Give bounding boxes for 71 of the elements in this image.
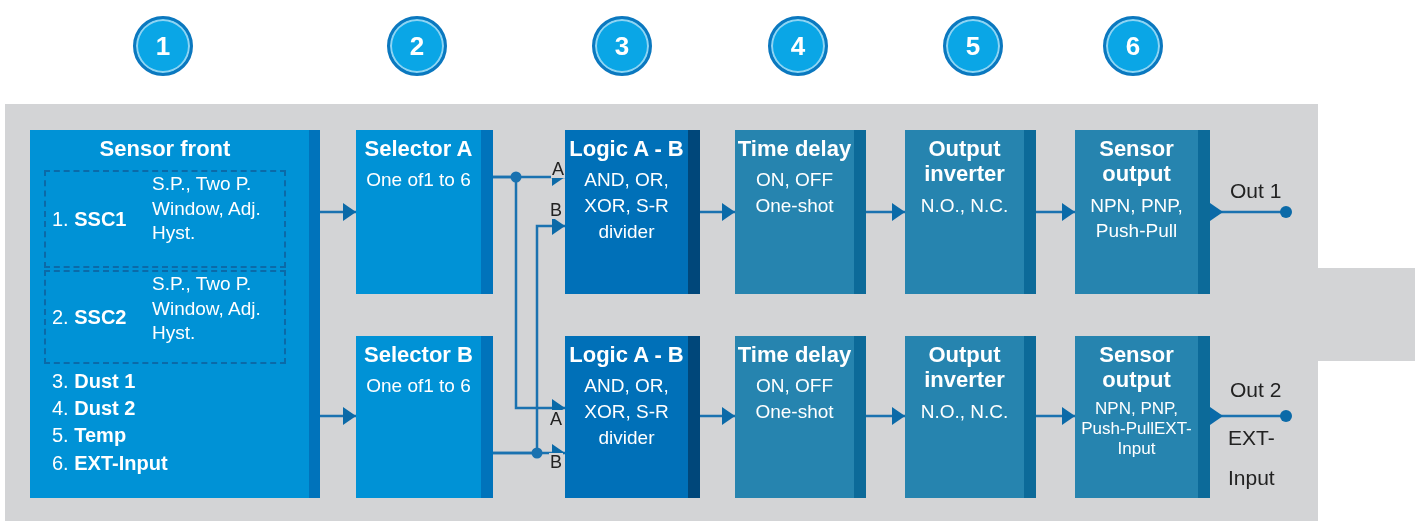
function-block [1075,336,1210,498]
step-number-circle [943,16,1003,76]
block-options: NPN, PNP, Push-Pull [1077,192,1196,244]
block-options: ON, OFF One-shot [737,373,852,425]
function-block [905,130,1036,294]
block-options: N.O., N.C. [907,398,1022,425]
step-number: 3 [614,30,630,62]
block-title: Selector B [363,342,474,368]
mode-list: S.P., Two P. Window, Adj. Hyst. [152,272,284,347]
input-item: 3. Dust 1 [52,370,136,393]
sensor-front-box [30,130,320,498]
function-block [735,130,866,294]
connector-arrow [700,407,735,425]
channel-name: 1. SSC1 [52,208,127,231]
port-label: B [549,201,563,219]
box-title: Sensor front [98,136,232,162]
mode-list: S.P., Two P. Window, Adj. Hyst. [152,172,284,247]
connector-arrow [866,407,905,425]
block-title: Selector A [363,136,474,162]
block-options: AND, OR, XOR, S-R divider [567,167,686,245]
function-block [1075,130,1210,294]
block-title: Time delay [737,136,852,162]
block-options: One of1 to 6 [358,167,479,193]
connector-arrow [1036,203,1075,221]
connector-arrow [866,203,905,221]
connector-arrow [320,407,356,425]
dashed-group-box [44,170,286,268]
block-title: Sensor output [1098,342,1175,393]
connector-arrow [1210,407,1292,425]
step-number: 5 [965,30,981,62]
block-options: ON, OFF One-shot [737,167,852,219]
function-block [565,130,700,294]
block-title: Time delay [737,342,852,368]
input-item: 6. EXT-Input [52,452,168,475]
channel-name: 2. SSC2 [52,306,127,329]
dashed-group-box [44,270,286,364]
block-title: Sensor output [1098,136,1175,187]
connector-arrow [1210,203,1292,221]
block-title: Logic A - B [568,136,685,162]
output-label: Out 1 [1230,179,1292,205]
function-block [356,130,493,294]
block-options: N.O., N.C. [907,192,1022,219]
step-number-circle [768,16,828,76]
block-options: One of1 to 6 [358,373,479,399]
connector-arrow [700,203,735,221]
function-block [356,336,493,498]
function-block [565,336,700,498]
block-options: NPN, PNP, Push-PullEXT-Input [1077,398,1196,460]
step-number: 6 [1125,30,1141,62]
connector-arrow [320,203,356,221]
function-block [905,336,1036,498]
port-label: A [551,160,565,178]
step-number-circle [592,16,652,76]
step-number: 1 [155,30,171,62]
block-title: Output inverter [923,136,1006,187]
block-options: AND, OR, XOR, S-R divider [567,373,686,451]
block-title: Logic A - B [568,342,685,368]
step-number-circle [133,16,193,76]
port-label: A [549,410,563,428]
block-title: Output inverter [923,342,1006,393]
connector-arrow [1036,407,1075,425]
step-number-circle [1103,16,1163,76]
input-label: EXT- Input [1228,425,1276,491]
output-label: Out 2 [1230,378,1292,404]
step-number: 2 [409,30,425,62]
step-number-circle [387,16,447,76]
function-block [735,336,866,498]
port-label: B [549,453,563,471]
step-number: 4 [790,30,806,62]
input-item: 4. Dust 2 [52,397,136,420]
input-item: 5. Temp [52,424,127,447]
